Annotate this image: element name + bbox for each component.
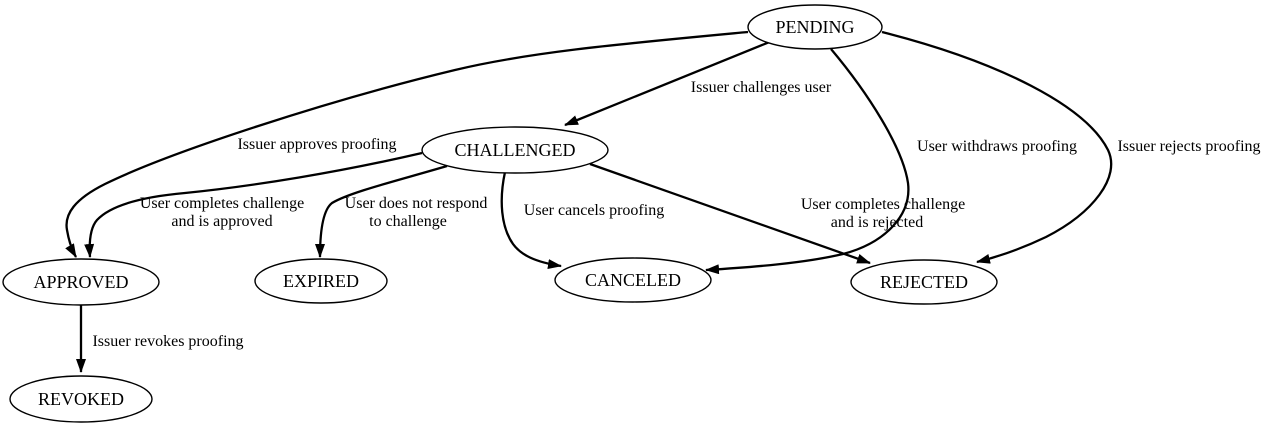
edge-challenged-expired: User does not respond to challenge: [315, 164, 488, 258]
node-ellipse: [850, 259, 998, 305]
node-label: PENDING: [776, 17, 855, 37]
edge-label: User completes challenge: [801, 196, 965, 213]
edge-path: [84, 151, 423, 258]
edge-pending-canceled: User withdraws proofing: [705, 48, 1077, 275]
edge-label: Issuer rejects proofing: [1117, 138, 1260, 155]
node-label: APPROVED: [33, 272, 128, 292]
node-ellipse: [421, 126, 609, 174]
edge-path: [500, 171, 562, 269]
node-pending: PENDING: [747, 4, 883, 50]
edge-approved-revoked: Issuer revokes proofing: [76, 305, 244, 373]
edge-label: User completes challenge: [140, 195, 304, 212]
node-revoked: REVOKED: [9, 375, 153, 423]
edge-label: Issuer challenges user: [691, 79, 832, 96]
edge-label: Issuer approves proofing: [237, 136, 396, 153]
edge-path: [589, 162, 871, 265]
edge-label: to challenge: [369, 213, 447, 230]
node-approved: APPROVED: [2, 258, 160, 306]
node-ellipse: [554, 257, 712, 303]
edge-label: Issuer revokes proofing: [92, 333, 243, 350]
node-label: CANCELED: [585, 270, 681, 290]
edge-path: [705, 48, 910, 275]
edge-path: [881, 30, 1113, 264]
node-ellipse: [254, 258, 388, 304]
node-label: EXPIRED: [283, 271, 359, 291]
node-expired: EXPIRED: [254, 258, 388, 304]
edge-label: User cancels proofing: [524, 202, 664, 219]
node-label: REVOKED: [38, 389, 124, 409]
edge-pending-challenged: Issuer challenges user: [564, 39, 832, 127]
edge-challenged-approved: User completes challenge and is approved: [84, 151, 423, 258]
edge-label: and is rejected: [831, 214, 923, 231]
edge-label: User does not respond: [345, 195, 488, 212]
edge-label: and is approved: [171, 213, 272, 230]
edge-pending-approved: Issuer approves proofing: [65, 30, 749, 258]
edge-path: [564, 39, 773, 127]
node-ellipse: [9, 375, 153, 423]
node-label: REJECTED: [880, 272, 968, 292]
edge-label: User withdraws proofing: [917, 138, 1077, 155]
edge-challenged-rejected: User completes challenge and is rejected: [589, 162, 965, 265]
node-ellipse: [2, 258, 160, 306]
node-label: CHALLENGED: [455, 140, 576, 160]
node-canceled: CANCELED: [554, 257, 712, 303]
edge-challenged-canceled: User cancels proofing: [500, 171, 664, 269]
edge-pending-rejected: Issuer rejects proofing: [881, 30, 1261, 264]
edge-path: [65, 30, 749, 258]
node-ellipse: [747, 4, 883, 50]
node-challenged: CHALLENGED: [421, 126, 609, 174]
node-rejected: REJECTED: [850, 259, 998, 305]
edge-path: [315, 164, 448, 258]
